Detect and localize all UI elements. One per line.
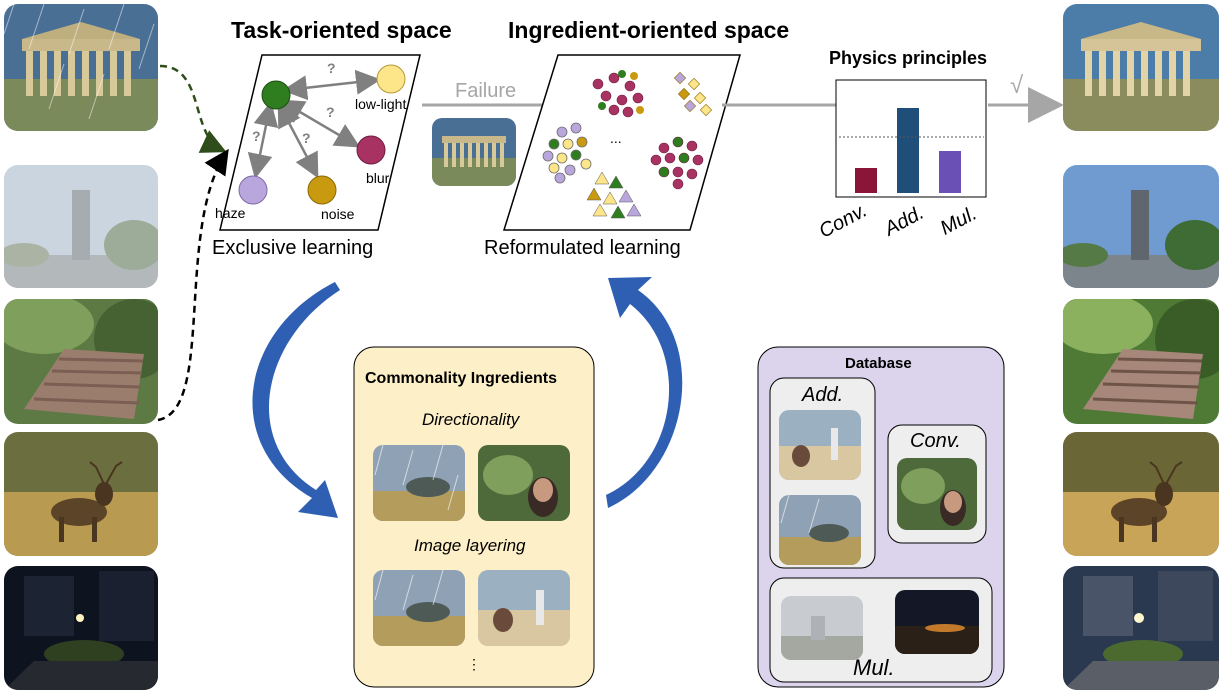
- node-blur: [356, 135, 386, 165]
- label-haze: haze: [215, 205, 246, 221]
- commonality-img-rain-2: [373, 570, 465, 646]
- blue-arrow-up: [606, 277, 683, 508]
- input-image-lowlight: [4, 566, 158, 690]
- db-conv-img: [897, 458, 977, 530]
- node-haze: [238, 175, 268, 205]
- db-mul-img-night: [895, 590, 979, 654]
- db-add-img-2: [779, 495, 861, 565]
- physics-title: Physics principles: [829, 48, 988, 68]
- dashed-arrow-black: [157, 148, 229, 422]
- ingredient-space-title: Ingredient-oriented space: [508, 17, 790, 43]
- ingredient-space-caption: Reformulated learning: [484, 237, 681, 259]
- commonality-img-rain: [373, 445, 465, 521]
- commonality-item-image-layering: Image layering: [414, 536, 526, 555]
- physics-bars: [855, 108, 961, 193]
- failure-image-parthenon: [432, 118, 516, 186]
- qmark-mid: ?: [302, 130, 311, 146]
- output-image-parthenon: [1063, 4, 1219, 131]
- qmark-top: ?: [327, 60, 336, 76]
- physics-bar-conv: [855, 168, 877, 193]
- failure-label: Failure: [455, 80, 517, 102]
- db-label-add: Add.: [802, 384, 844, 406]
- db-add-img-1: [779, 410, 861, 480]
- node-noise: [307, 175, 337, 205]
- commonality-img-reflection: [478, 570, 570, 646]
- dashed-arrow-green: [159, 64, 227, 153]
- label-blur: blur: [366, 170, 390, 186]
- input-image-parthenon-rain: [4, 4, 158, 131]
- db-label-conv: Conv.: [910, 430, 961, 452]
- commonality-title: Commonality Ingredients: [365, 370, 558, 387]
- commonality-ellipsis: ⋮: [467, 656, 481, 672]
- blue-arrow-down: [252, 282, 340, 518]
- label-noise: noise: [321, 206, 355, 222]
- input-image-stairs-blur: [4, 299, 158, 424]
- task-space-caption: Exclusive learning: [212, 237, 374, 259]
- node-center: [261, 80, 291, 110]
- output-image-elk: [1063, 432, 1219, 556]
- check-mark: √: [1010, 72, 1024, 99]
- database-title: Database: [845, 355, 912, 372]
- db-label-mul: Mul.: [853, 655, 895, 680]
- output-image-city: [1063, 165, 1219, 288]
- task-space-title: Task-oriented space: [231, 17, 452, 43]
- qmark-left: ?: [252, 128, 261, 144]
- input-image-city-haze: [4, 165, 158, 288]
- commonality-img-blur: [478, 445, 570, 521]
- commonality-item-directionality: Directionality: [422, 410, 520, 429]
- node-lowlight: [376, 64, 406, 94]
- physics-bar-mul: [939, 151, 961, 193]
- output-image-stairs: [1063, 299, 1219, 424]
- ingredient-shapes: [542, 70, 713, 219]
- qmark-right: ?: [326, 104, 335, 120]
- output-image-night-enhanced: [1063, 566, 1219, 690]
- input-image-elk-noise: [4, 432, 158, 556]
- db-mul-img-haze: [781, 596, 863, 660]
- ingredient-ellipsis: ...: [610, 130, 622, 146]
- label-lowlight: low-light: [355, 96, 407, 112]
- physics-bar-add: [897, 108, 919, 193]
